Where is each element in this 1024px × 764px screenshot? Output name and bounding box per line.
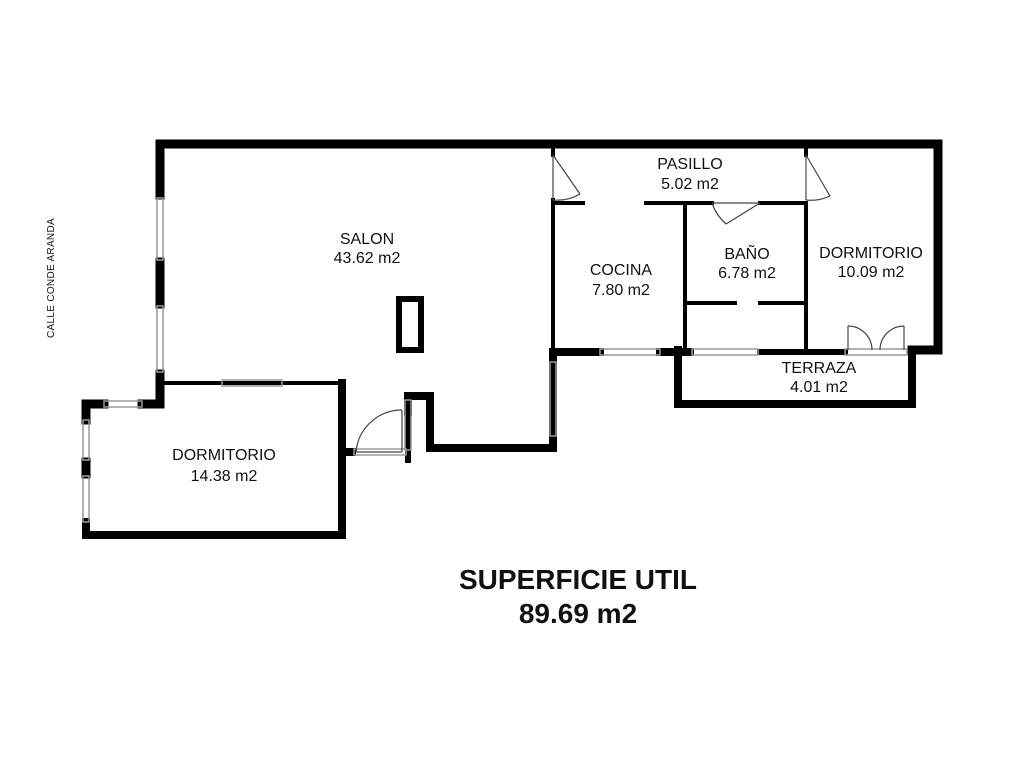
window-bedroom-left-upper — [82, 419, 90, 461]
room-name-dormitorio-2: DORMITORIO — [172, 447, 276, 464]
street-label: CALLE CONDE ARANDA — [46, 218, 57, 338]
room-name-bano: BAÑO — [724, 243, 769, 263]
window-entry-bottom — [353, 448, 407, 456]
window-bedroom-corner — [103, 400, 143, 408]
door-bath-icon — [711, 202, 761, 225]
bedroom-wall-corner — [81, 399, 109, 425]
window-entry-left — [404, 399, 412, 451]
room-area-dormitorio-2: 14.38 m2 — [191, 468, 258, 485]
door-hall-right-icon — [805, 154, 831, 201]
outer-wall-top — [155, 139, 943, 355]
window-salon-left-upper — [156, 197, 164, 261]
door-entry-icon — [355, 409, 403, 453]
door-terrace-double-icon — [847, 325, 905, 351]
room-name-dormitorio-1: DORMITORIO — [819, 245, 923, 262]
window-bedroom-top — [221, 379, 283, 387]
room-area-cocina: 7.80 m2 — [592, 282, 650, 299]
walls — [81, 139, 943, 539]
window-bedroom-left-lower — [82, 475, 90, 523]
window-bath-terrace — [691, 348, 759, 356]
window-salon-kitchen — [599, 348, 661, 356]
summary-title: SUPERFICIE UTIL — [458, 564, 697, 595]
windows — [82, 197, 908, 523]
salon-column — [396, 296, 424, 353]
window-salon-right — [549, 361, 557, 437]
room-area-terraza: 4.01 m2 — [790, 379, 848, 396]
room-area-dormitorio-1: 10.09 m2 — [838, 264, 905, 281]
salon-lower-wall — [404, 356, 557, 452]
room-name-cocina: COCINA — [590, 262, 653, 279]
room-area-bano: 6.78 m2 — [718, 265, 776, 282]
window-terrace-door-frame — [844, 348, 908, 356]
room-labels: SALON 43.62 m2 PASILLO 5.02 m2 COCINA 7.… — [172, 156, 923, 485]
summary-total: 89.69 m2 — [518, 598, 638, 629]
room-name-terraza: TERRAZA — [782, 360, 857, 377]
room-area-salon: 43.62 m2 — [334, 250, 401, 267]
room-name-salon: SALON — [340, 231, 394, 248]
terrace-wall — [674, 346, 916, 408]
window-salon-left-lower — [156, 305, 164, 373]
door-hall-left-icon — [552, 154, 581, 201]
bedroom-wall-right — [82, 379, 346, 539]
room-area-pasillo: 5.02 m2 — [661, 176, 719, 193]
doors — [355, 154, 905, 453]
room-name-pasillo: PASILLO — [657, 156, 723, 173]
